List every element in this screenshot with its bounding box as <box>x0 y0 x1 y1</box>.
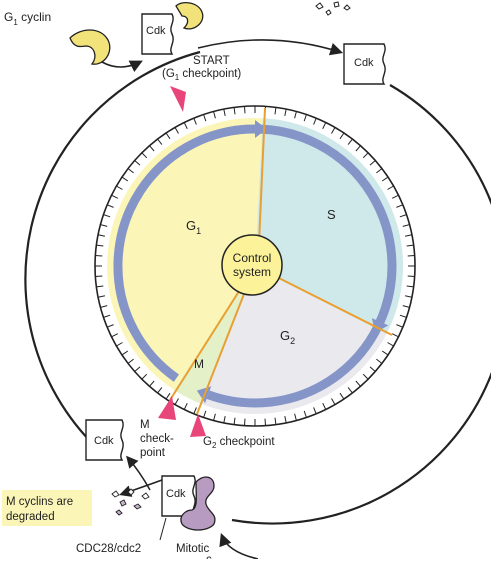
cycle-arrow-band <box>113 124 397 408</box>
phase-g1-label: G1 <box>186 218 201 236</box>
g1-cyclin-label: G1 cyclin <box>4 10 51 27</box>
g1-checkpoint-label: (G1 checkpoint) <box>162 68 241 82</box>
control-system-label-2: system <box>233 265 271 279</box>
start-checkpoint-marker <box>170 86 186 112</box>
m-checkpoint-label-1: M <box>140 419 150 431</box>
outer-cycle-arc <box>24 50 201 459</box>
g1-cyclin-shape <box>69 29 111 65</box>
m-cyclins-degraded-label-1: M cyclins are <box>6 496 73 508</box>
cdk-bottom-left-label: Cdk <box>94 435 114 447</box>
cdk-top-right-label: Cdk <box>354 57 374 69</box>
cdk-bottom-label: Cdk <box>166 488 186 500</box>
cdk-top-label: Cdk <box>146 25 166 37</box>
start-label: START <box>193 55 230 67</box>
g2-checkpoint-marker <box>190 414 206 437</box>
cdk-bottom-left <box>85 419 124 461</box>
cdk-top-complex <box>141 13 174 55</box>
g2-checkpoint-label: G2 checkpoint <box>203 436 275 450</box>
m-checkpoint-marker <box>158 396 176 420</box>
cdk-top-right <box>343 43 386 85</box>
band-arrowhead-top <box>255 120 267 138</box>
tick-marks <box>95 106 415 426</box>
release-arrow <box>126 455 151 491</box>
outer-cycle-arc-right <box>231 84 491 525</box>
m-cyclins-degraded-box <box>2 490 92 526</box>
phase-s-label: S <box>327 207 336 222</box>
sector-s <box>255 118 404 334</box>
cyclin-bound-top <box>175 1 204 30</box>
m-checkpoint-label-3: point <box>140 447 166 459</box>
phase-g2-label: G2 <box>280 328 295 346</box>
control-system-label-1: Control <box>233 251 272 265</box>
cdc28-label: CDC28/cdc2 <box>76 543 141 555</box>
m-cyclins-degraded-label-2: degraded <box>6 511 55 523</box>
degraded-debris-top <box>315 1 351 16</box>
sector-m <box>174 266 255 404</box>
control-system-circle <box>221 234 283 296</box>
g1-cyclin-arrow <box>101 60 143 73</box>
phase-m-label: M <box>194 357 204 371</box>
mitotic-label: Mitotic <box>176 543 209 555</box>
degrade-arrow <box>119 479 163 497</box>
degraded-debris-bottom <box>111 488 150 516</box>
mitotic-entry-arrow <box>219 533 259 560</box>
band-arrowhead-right <box>371 318 389 333</box>
mitotic-cyclin-shape <box>180 476 216 531</box>
mitotic-label-cut: c <box>206 554 212 559</box>
cdc28-leader <box>159 517 167 541</box>
m-checkpoint-label-2: check- <box>140 433 174 445</box>
start-arrow <box>197 39 344 56</box>
